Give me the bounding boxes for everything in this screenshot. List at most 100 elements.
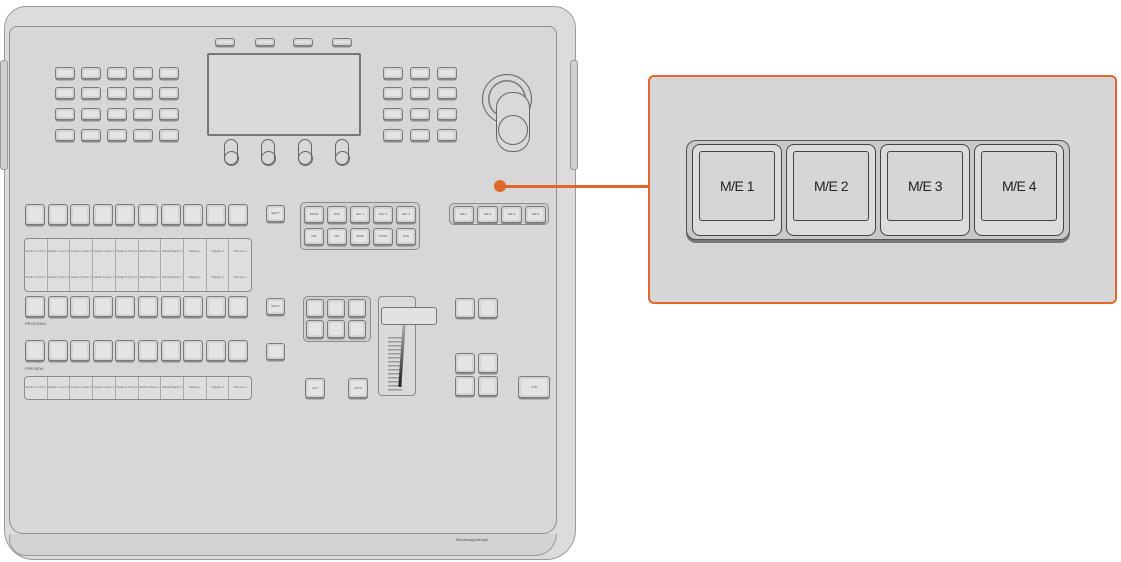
transition-button[interactable] [327,320,345,338]
control-knob[interactable] [223,139,239,166]
preview-source-button[interactable] [160,340,181,361]
next-transition-button[interactable]: KEY 2 [373,206,393,223]
transition-button[interactable] [348,320,366,338]
camera-control-button[interactable] [383,67,403,79]
preview-source-button[interactable] [183,340,204,361]
aux-source-button[interactable] [160,204,181,225]
preview-source-button[interactable] [47,340,68,361]
camera-control-button[interactable] [383,129,403,141]
next-transition-button[interactable]: KEY 1 [350,206,370,223]
camera-control-button[interactable] [410,108,430,120]
system-control-button[interactable] [133,129,153,141]
program-shift-button[interactable]: SHIFT [266,298,285,315]
menu-softkey-button[interactable] [293,38,313,46]
system-control-button[interactable] [159,108,179,120]
transition-style-button[interactable]: DIP [327,228,347,245]
program-source-button[interactable] [70,296,91,317]
program-source-button[interactable] [92,296,113,317]
camera-control-button[interactable] [437,129,457,141]
program-source-button[interactable] [183,296,204,317]
me-button-3[interactable]: M/E 3 [880,144,970,236]
me-button-4[interactable]: M/E 4 [974,144,1064,236]
transition-button[interactable] [306,320,324,338]
me-select-button[interactable]: M/E 3 [501,206,522,223]
preview-shift-button[interactable] [266,343,285,360]
t-bar-handle[interactable] [381,307,437,325]
control-knob[interactable] [297,139,313,166]
me-select-button[interactable]: M/E 2 [477,206,498,223]
system-control-button[interactable] [107,67,127,79]
control-knob[interactable] [334,139,350,166]
system-control-button[interactable] [81,87,101,99]
system-control-button[interactable] [81,67,101,79]
next-transition-button[interactable]: BKGD [304,206,324,223]
menu-softkey-button[interactable] [215,38,235,46]
preview-source-button[interactable] [205,340,226,361]
transition-style-button[interactable]: DVE [396,228,416,245]
shift-button[interactable]: SHIFT [266,205,285,222]
transition-style-button[interactable]: MIX [304,228,324,245]
system-control-button[interactable] [159,67,179,79]
transition-button[interactable] [306,299,324,317]
aux-source-button[interactable] [138,204,158,225]
program-source-button[interactable] [47,296,68,317]
preview-source-button[interactable] [70,340,91,361]
system-control-button[interactable] [107,129,127,141]
next-transition-button[interactable]: KEY 3 [396,206,416,223]
system-control-button[interactable] [159,129,179,141]
transition-style-button[interactable]: WIPE [350,228,370,245]
transition-style-button[interactable]: STING [373,228,393,245]
program-source-button[interactable] [160,296,181,317]
ftb-button[interactable]: FTB [518,376,550,398]
me-button-1[interactable]: M/E 1 [692,144,782,236]
preview-source-button[interactable] [138,340,158,361]
system-control-button[interactable] [133,108,153,120]
system-control-button[interactable] [107,108,127,120]
auto-button[interactable]: AUTO [348,378,368,398]
aux-source-button[interactable] [47,204,68,225]
aux-source-button[interactable] [115,204,136,225]
cut-button[interactable]: CUT [305,378,325,398]
aux-source-button[interactable] [205,204,226,225]
control-knob[interactable] [260,139,276,166]
system-control-button[interactable] [133,67,153,79]
keyer-button[interactable] [455,353,475,373]
camera-control-button[interactable] [383,108,403,120]
transition-button[interactable] [348,299,366,317]
preview-source-button[interactable] [228,340,249,361]
next-transition-button[interactable]: DSK [327,206,347,223]
system-control-button[interactable] [133,87,153,99]
camera-control-button[interactable] [437,67,457,79]
camera-control-button[interactable] [437,108,457,120]
aux-source-button[interactable] [70,204,91,225]
me-select-button[interactable]: M/E 1 [453,206,474,223]
aux-source-button[interactable] [183,204,204,225]
keyer-button[interactable] [478,298,498,318]
menu-softkey-button[interactable] [332,38,352,46]
me-select-button[interactable]: M/E 4 [525,206,546,223]
system-control-button[interactable] [55,129,75,141]
keyer-button[interactable] [478,353,498,373]
preview-source-button[interactable] [92,340,113,361]
keyer-button[interactable] [478,376,498,396]
joystick[interactable] [496,92,530,152]
me-button-2[interactable]: M/E 2 [786,144,876,236]
camera-control-button[interactable] [383,87,403,99]
system-control-button[interactable] [81,129,101,141]
menu-softkey-button[interactable] [255,38,275,46]
preview-source-button[interactable] [115,340,136,361]
program-source-button[interactable] [228,296,249,317]
system-control-button[interactable] [55,108,75,120]
t-bar-fader[interactable] [378,296,437,396]
camera-control-button[interactable] [410,129,430,141]
aux-source-button[interactable] [25,204,45,225]
system-control-button[interactable] [159,87,179,99]
camera-control-button[interactable] [437,87,457,99]
system-control-button[interactable] [81,108,101,120]
aux-source-button[interactable] [228,204,249,225]
program-source-button[interactable] [138,296,158,317]
transition-button[interactable] [327,299,345,317]
camera-control-button[interactable] [410,87,430,99]
keyer-button[interactable] [455,298,475,318]
system-control-button[interactable] [55,67,75,79]
